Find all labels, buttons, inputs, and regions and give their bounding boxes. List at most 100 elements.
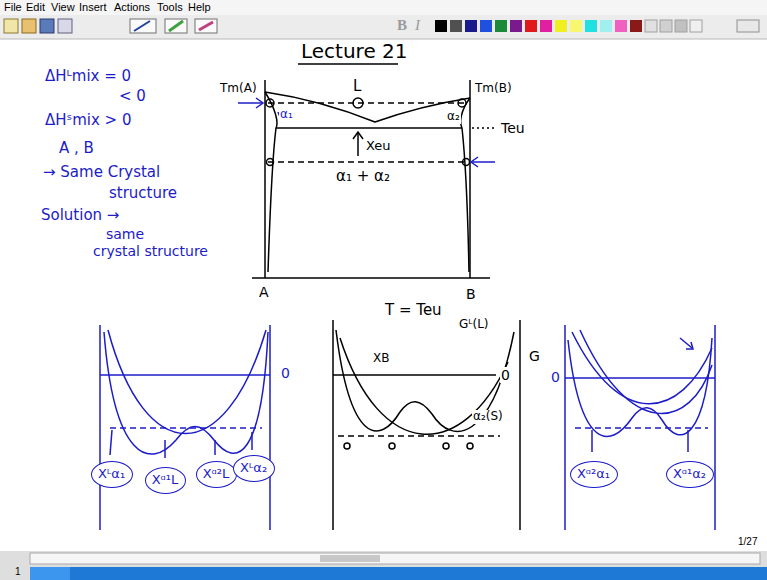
toolbar-icons [4, 19, 217, 33]
menu-item: View [50, 1, 76, 14]
note-text: Solution → [40, 207, 120, 224]
toolbar-icons [58, 19, 72, 33]
note-text: < 0 [118, 88, 147, 105]
pointer-arrows [471, 157, 478, 167]
toolbar-icons [40, 19, 54, 33]
free-energy-plot-right [572, 332, 712, 404]
axis-label: Tm(B) [474, 82, 513, 96]
toolbar-glyph: B [396, 17, 408, 34]
circled-label: Xᵅ²α₁ [570, 461, 618, 488]
page-counter: 1/27 [737, 536, 758, 548]
page-number: 1 [14, 566, 22, 578]
zero-mark: 0 [550, 369, 561, 385]
composition-symbol: Xᵅ¹L [152, 473, 179, 488]
composition-symbol: Xᵅ²L [203, 467, 230, 482]
phase-label: α₁ + α₂ [335, 168, 391, 185]
free-energy-plot-right [687, 430, 689, 452]
status-bar [0, 551, 767, 580]
phase-label: α₁ [279, 108, 294, 122]
menu-item: File [3, 1, 23, 14]
color-palette [737, 20, 759, 32]
phase-label: L [352, 78, 362, 95]
toolbar-glyph: I [414, 17, 421, 34]
zero-mark: 0 [500, 367, 511, 383]
phase-diagram [268, 102, 468, 104]
temperature-label: Teu [500, 120, 526, 136]
pointer-arrows [238, 98, 495, 167]
menu-bar [0, 0, 767, 15]
color-palette [450, 20, 462, 32]
note-text: structure [108, 185, 178, 202]
free-energy-plot-left [99, 325, 101, 530]
curve-label: α₂(S) [472, 410, 504, 424]
axis-label: Tm(A) [219, 82, 258, 96]
free-energy-plot-middle [338, 435, 500, 437]
toolbar-icons [195, 19, 217, 33]
color-palette [465, 20, 477, 32]
color-palette [615, 20, 627, 32]
pointer-arrows [256, 98, 263, 108]
status-bar [30, 567, 70, 580]
phase-diagram [264, 80, 266, 278]
menu-item: Insert [78, 1, 108, 14]
color-palette [435, 20, 447, 32]
color-palette [480, 20, 492, 32]
free-energy-plot-middle [443, 443, 449, 449]
zero-mark: 0 [280, 365, 291, 381]
free-energy-plot-middle [336, 330, 514, 431]
phase-diagram [472, 127, 496, 129]
composition-symbol: Xᴸα₁ [98, 467, 125, 482]
circled-label: Xᴸα₂ [233, 455, 275, 482]
color-palette [690, 20, 702, 32]
free-energy-plot-left [164, 440, 166, 458]
free-energy-plot-middle [332, 320, 334, 530]
free-energy-plot-right [714, 325, 716, 530]
circled-label: Xᵅ²L [196, 461, 237, 488]
color-palette [495, 20, 507, 32]
title-underline [298, 63, 398, 65]
toolbar-icons [134, 21, 150, 31]
toolbar-icons [130, 19, 156, 33]
menu-bar [0, 0, 767, 39]
free-energy-plot-right [565, 325, 715, 530]
note-text: crystal structure [92, 243, 209, 259]
free-energy-plot-left [269, 325, 271, 530]
phase-diagram [461, 98, 470, 272]
phase-diagram [276, 127, 462, 129]
phase-label: α₂ [446, 110, 461, 124]
toolbar-icons [22, 19, 36, 33]
note-text: ΔHᴸmix = 0 [44, 68, 132, 85]
menu-item: Tools [156, 1, 184, 14]
composition-symbol: Xᵅ²α₁ [577, 467, 610, 482]
status-bar [30, 567, 767, 580]
toolbar-icons [165, 19, 187, 33]
free-energy-plot-right [575, 427, 708, 429]
phase-diagram [357, 133, 359, 156]
status-bar [320, 555, 380, 562]
circled-label: Xᴸα₁ [91, 461, 133, 488]
menu-item: Edit [25, 1, 46, 14]
color-palette [645, 20, 657, 32]
color-palette [570, 20, 582, 32]
phase-diagram [252, 277, 490, 279]
free-energy-plot-right [680, 338, 692, 348]
phase-diagram [463, 159, 470, 166]
axis-label: G [528, 348, 541, 364]
menu-bar [0, 15, 767, 39]
color-palette [525, 20, 537, 32]
pointer-arrows [238, 102, 262, 104]
axis-label: A [258, 284, 270, 300]
color-palette [510, 20, 522, 32]
note-text: → Same Crystal [42, 164, 161, 181]
status-bar [0, 551, 767, 580]
free-energy-plot-left [108, 330, 266, 434]
free-energy-plot-middle [389, 443, 395, 449]
free-energy-plot-right [580, 330, 712, 413]
note-text: same [105, 226, 145, 242]
phase-diagram [353, 132, 363, 139]
phase-diagram [268, 161, 468, 163]
free-energy-plot-left [100, 374, 270, 376]
status-bar [30, 553, 760, 564]
